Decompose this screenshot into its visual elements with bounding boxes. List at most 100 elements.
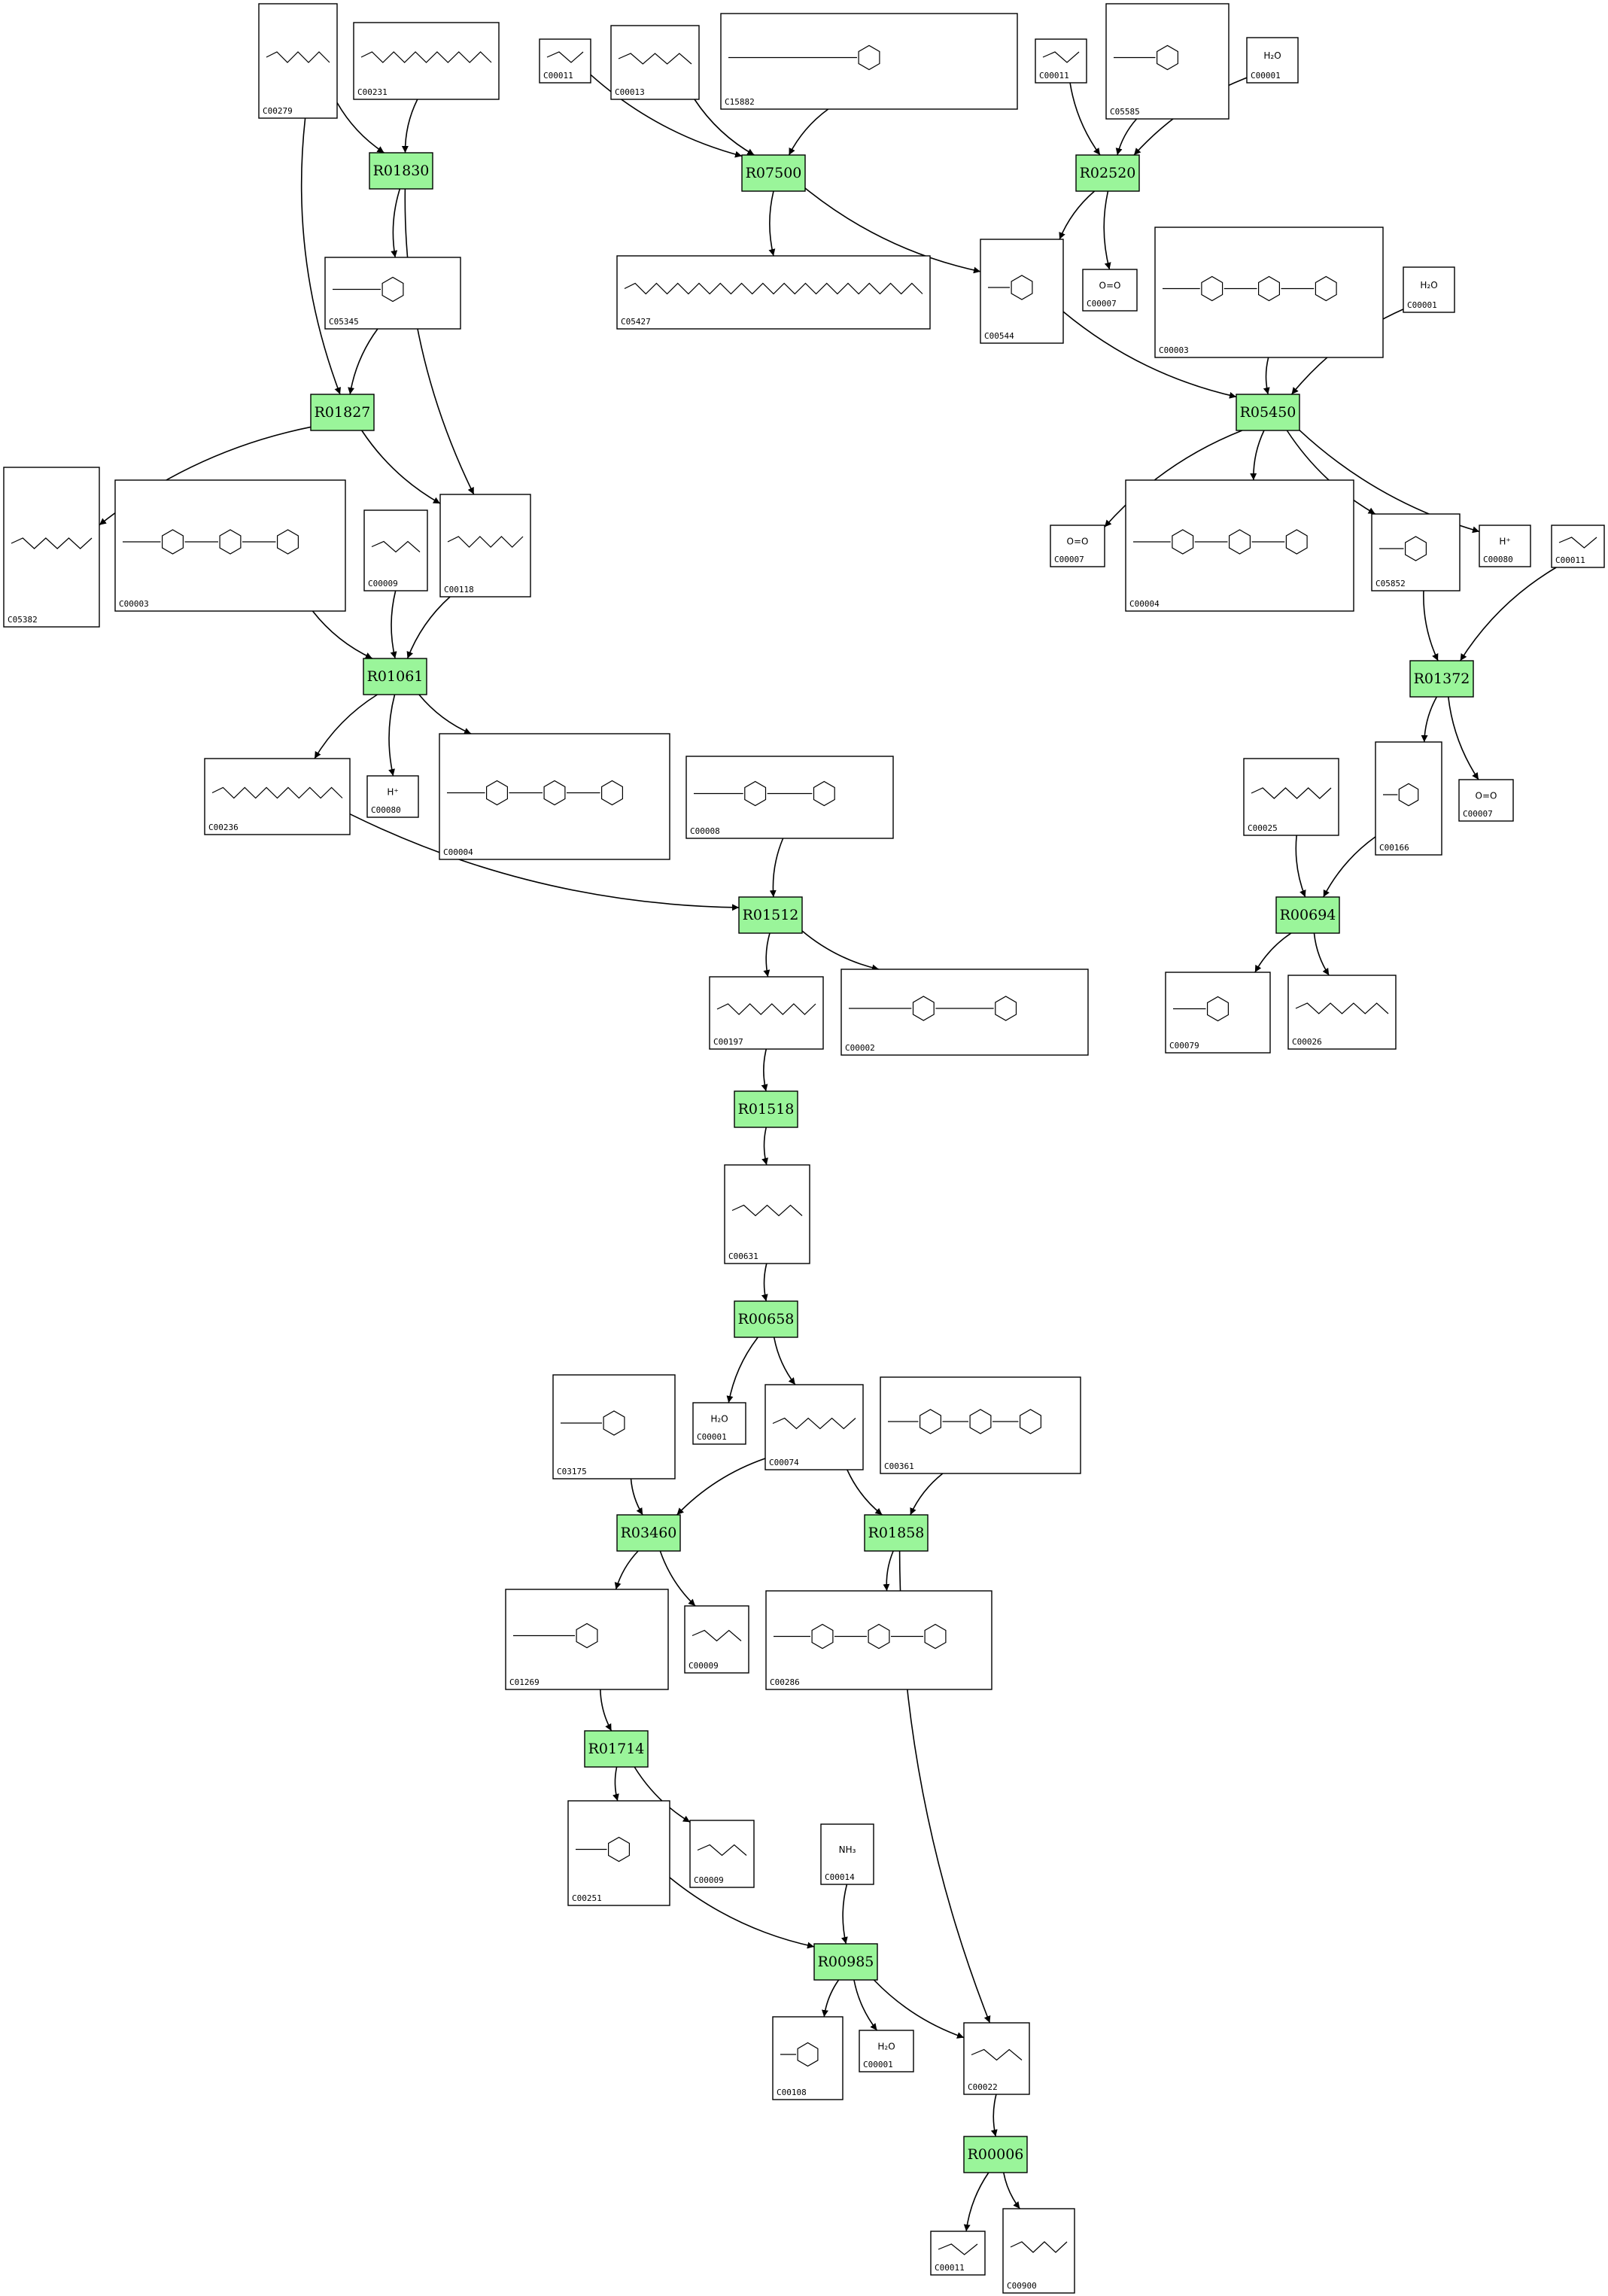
compound-id-label: C00025 xyxy=(1248,823,1278,833)
reaction-box xyxy=(363,658,427,695)
structure-drawing xyxy=(123,529,299,555)
compound-c00004_b[interactable]: C00004 xyxy=(439,733,670,860)
edge-R01714-to-c00009_c xyxy=(634,1766,691,1823)
compound-c00025[interactable]: C00025 xyxy=(1243,758,1339,836)
compound-c00003_b[interactable]: C00003 xyxy=(114,479,346,612)
compound-id-label: C00108 xyxy=(777,2088,807,2097)
compound-c00279[interactable]: C00279 xyxy=(258,3,338,119)
reaction-r01827[interactable]: R01827 xyxy=(310,394,375,431)
compound-c00118[interactable]: C00118 xyxy=(439,494,531,598)
compound-c00009_a[interactable]: C00009 xyxy=(363,509,428,591)
compound-c00197[interactable]: C00197 xyxy=(709,976,824,1050)
compound-id-label: C00074 xyxy=(769,1458,799,1467)
compound-c00080_b[interactable]: H⁺C00080 xyxy=(366,775,419,818)
reaction-r07500[interactable]: R07500 xyxy=(741,154,806,192)
compound-c00009_c[interactable]: C00009 xyxy=(689,1820,755,1888)
compound-c00361[interactable]: C00361 xyxy=(880,1376,1081,1474)
reaction-r01061[interactable]: R01061 xyxy=(363,658,427,695)
compound-c00009_b[interactable]: C00009 xyxy=(684,1605,749,1674)
compound-c00544[interactable]: C00544 xyxy=(980,239,1064,344)
compound-c00013[interactable]: C00013 xyxy=(610,25,700,100)
compound-c03175[interactable]: C03175 xyxy=(552,1374,676,1479)
reaction-r05450[interactable]: R05450 xyxy=(1236,394,1300,431)
reaction-r00985[interactable]: R00985 xyxy=(813,1943,878,1981)
reaction-box xyxy=(741,154,806,192)
compound-c00022[interactable]: C00022 xyxy=(963,2022,1030,2095)
compound-c05585[interactable]: C05585 xyxy=(1105,3,1230,120)
compound-c00004_a[interactable]: C00004 xyxy=(1125,479,1354,612)
edge-c00166-to-R00694 xyxy=(1323,836,1376,898)
reaction-box xyxy=(584,1730,649,1768)
compound-c00026[interactable]: C00026 xyxy=(1287,975,1397,1050)
edge-c00631-to-R00658 xyxy=(761,1263,768,1302)
compound-c00011_d[interactable]: C00011 xyxy=(930,2231,986,2276)
compound-c05345[interactable]: C05345 xyxy=(324,257,461,330)
edge-R00694-to-c00026 xyxy=(1313,932,1330,976)
compound-c00286[interactable]: C00286 xyxy=(765,1590,992,1690)
compound-c00079[interactable]: C00079 xyxy=(1165,972,1271,1054)
compound-c00002[interactable]: C00002 xyxy=(840,969,1089,1056)
compound-c00003_a[interactable]: C00003 xyxy=(1154,227,1384,358)
compound-c00251[interactable]: C00251 xyxy=(567,1800,670,1906)
structure-drawing xyxy=(772,1417,856,1430)
compound-box xyxy=(1050,525,1105,567)
compound-box xyxy=(366,775,419,818)
structure-drawing xyxy=(938,2243,978,2255)
reaction-id-label: R01827 xyxy=(315,404,371,421)
compound-c00011_b[interactable]: C00011 xyxy=(1035,38,1087,84)
compound-formula: O=O xyxy=(1099,281,1121,291)
reaction-r00006[interactable]: R00006 xyxy=(963,2136,1028,2173)
compound-c00074[interactable]: C00074 xyxy=(764,1384,864,1470)
reaction-r01372[interactable]: R01372 xyxy=(1409,660,1474,698)
structure-drawing xyxy=(888,1409,1042,1434)
structure-drawing xyxy=(692,1629,742,1642)
edge-R01827-to-c00118 xyxy=(361,430,441,504)
compound-c15882[interactable]: C15882 xyxy=(720,13,1018,110)
compound-c05852[interactable]: C05852 xyxy=(1371,513,1461,591)
compound-c05427[interactable]: C05427 xyxy=(616,255,931,330)
reaction-r00694[interactable]: R00694 xyxy=(1275,896,1340,934)
reaction-r01512[interactable]: R01512 xyxy=(738,896,803,934)
compound-box xyxy=(685,756,894,839)
reaction-r03460[interactable]: R03460 xyxy=(616,1514,681,1552)
compound-c00011_c[interactable]: C00011 xyxy=(1551,525,1605,568)
compound-c05382[interactable]: C05382 xyxy=(3,467,100,628)
reaction-id-label: R01518 xyxy=(738,1101,795,1118)
compound-id-label: C05345 xyxy=(329,317,359,327)
structure-drawing xyxy=(1295,1002,1389,1014)
compound-box xyxy=(1371,513,1461,591)
compound-c00236[interactable]: C00236 xyxy=(204,758,351,835)
compound-id-label: C05852 xyxy=(1375,579,1406,588)
reaction-r01830[interactable]: R01830 xyxy=(369,152,433,190)
compound-box xyxy=(1246,37,1299,84)
reaction-r01858[interactable]: R01858 xyxy=(864,1514,929,1552)
reaction-id-label: R05450 xyxy=(1240,404,1296,421)
compound-box xyxy=(3,467,100,628)
reaction-r02520[interactable]: R02520 xyxy=(1075,154,1140,192)
compound-c00231[interactable]: C00231 xyxy=(353,22,500,100)
compound-box xyxy=(859,2030,914,2072)
reaction-r00658[interactable]: R00658 xyxy=(734,1300,798,1338)
reaction-box xyxy=(1409,660,1474,698)
compound-box xyxy=(1125,479,1354,612)
compound-c01269[interactable]: C01269 xyxy=(505,1589,669,1690)
compound-c00108[interactable]: C00108 xyxy=(772,2016,844,2100)
reaction-r01518[interactable]: R01518 xyxy=(734,1090,798,1128)
compound-box xyxy=(363,509,428,591)
compound-c00166[interactable]: C00166 xyxy=(1375,741,1442,856)
compound-c00008[interactable]: C00008 xyxy=(685,756,894,839)
compound-c00631[interactable]: C00631 xyxy=(724,1164,810,1264)
compound-box xyxy=(772,2016,844,2100)
reaction-r01714[interactable]: R01714 xyxy=(584,1730,649,1768)
compound-c00080_a[interactable]: H⁺C00080 xyxy=(1479,525,1531,567)
compound-c00900[interactable]: C00900 xyxy=(1002,2208,1075,2294)
compound-c00011_a[interactable]: C00011 xyxy=(539,38,591,84)
